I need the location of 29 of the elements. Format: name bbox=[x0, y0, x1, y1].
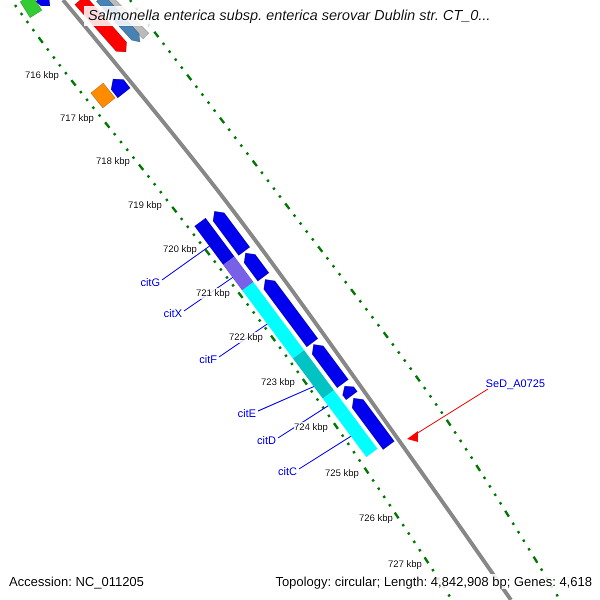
gene-bar bbox=[322, 390, 349, 419]
leader-line bbox=[258, 386, 314, 412]
position-label: 717 kbp bbox=[60, 113, 94, 124]
accession-text: Accession: NC_011205 bbox=[9, 574, 144, 589]
gene-bar bbox=[338, 410, 378, 458]
gene-label: citD bbox=[257, 435, 276, 447]
position-label: 721 kbp bbox=[196, 288, 230, 299]
position-label: 716 kbp bbox=[25, 70, 59, 81]
gene-label: SeD_A0725 bbox=[486, 378, 545, 390]
leader-line bbox=[416, 388, 488, 434]
position-label: 723 kbp bbox=[261, 377, 295, 388]
leader-line bbox=[162, 246, 210, 280]
position-label: 724 kbp bbox=[294, 422, 328, 433]
leader-line bbox=[298, 436, 352, 470]
position-label: 720 kbp bbox=[163, 244, 197, 255]
position-label: 722 kbp bbox=[229, 332, 263, 343]
gene-label: citE bbox=[238, 408, 256, 420]
position-label: 719 kbp bbox=[128, 200, 162, 211]
position-label: 726 kbp bbox=[359, 513, 393, 524]
position-label: 718 kbp bbox=[96, 156, 130, 167]
genome-info-text: Topology: circular; Length: 4,842,908 bp; Genes: 4,618 bbox=[275, 574, 592, 589]
gene-label: citF bbox=[199, 354, 217, 366]
gene-label: citG bbox=[140, 277, 160, 289]
gene-arrow bbox=[407, 431, 418, 442]
gene-bar bbox=[292, 350, 334, 399]
gene-label: citX bbox=[164, 308, 182, 320]
position-label: 727 kbp bbox=[388, 559, 422, 570]
gene-label: citC bbox=[278, 466, 297, 478]
position-label: 725 kbp bbox=[325, 468, 359, 479]
